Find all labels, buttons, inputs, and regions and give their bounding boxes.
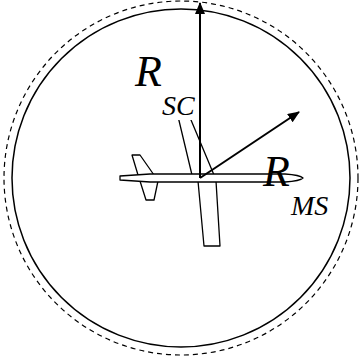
inner-circle xyxy=(12,9,350,347)
range-arrow xyxy=(199,3,201,178)
radius-subscript: SC xyxy=(161,92,196,120)
outer-dashed-circle xyxy=(4,1,358,355)
radius-subscript: MS xyxy=(290,192,329,220)
airplane-icon xyxy=(120,108,303,246)
radius-symbol: R xyxy=(262,150,291,194)
radius-symbol: R xyxy=(134,50,163,94)
